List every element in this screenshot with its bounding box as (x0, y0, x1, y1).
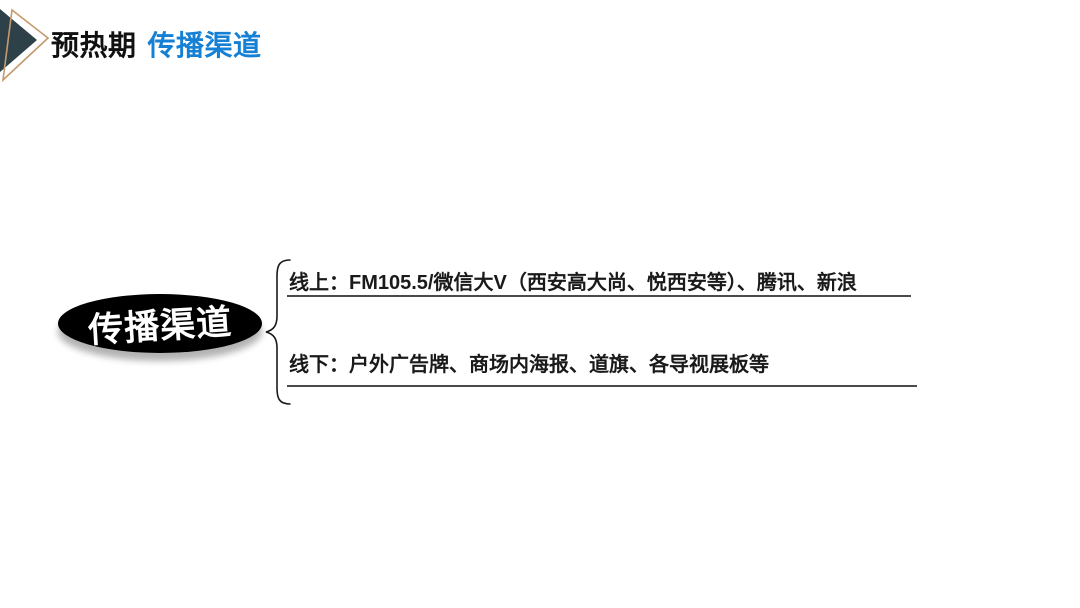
channel-item-offline: 线下：户外广告牌、商场内海报、道旗、各导视展板等 (289, 354, 769, 376)
slide-title-phase: 预热期 (51, 30, 137, 61)
diagram-node-ellipse: 传播渠道 (58, 294, 262, 353)
slide-title: 预热期传播渠道 (51, 24, 262, 64)
slide-title-topic: 传播渠道 (147, 30, 262, 61)
underline-offline (287, 385, 917, 387)
curly-brace-icon (265, 259, 291, 405)
layered-triangles-icon (0, 8, 50, 83)
underline-online (287, 295, 911, 297)
diagram-node-label: 传播渠道 (87, 302, 234, 351)
channel-item-online: 线上：FM105.5/微信大V（西安高大尚、悦西安等）、腾讯、新浪 (289, 272, 857, 294)
